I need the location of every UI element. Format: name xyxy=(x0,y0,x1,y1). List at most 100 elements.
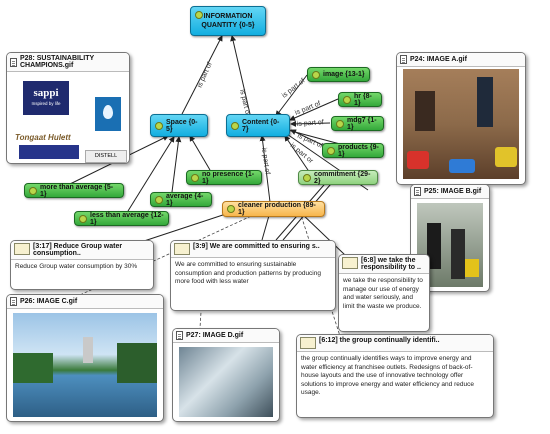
edge-cleaner-content xyxy=(259,135,271,203)
image-p24 xyxy=(403,69,519,179)
quote-card-6-12-body: the group continually identifies ways to… xyxy=(301,355,474,396)
image-card-p27[interactable]: P27: IMAGE D.gif xyxy=(172,328,280,422)
image-card-p28-title: P28: SUSTAINABILITY CHAMPIONS.gif xyxy=(20,55,95,69)
edge-q317-cleaner xyxy=(137,209,239,244)
jerrycan-shape xyxy=(465,259,479,277)
quotation-icon xyxy=(14,243,30,255)
trees-shape xyxy=(117,343,157,383)
logo-distell-text: DISTELL xyxy=(94,153,118,159)
logo-sappi-text: sappi xyxy=(33,87,59,99)
quotation-icon xyxy=(174,243,190,255)
concept-icon xyxy=(327,146,335,155)
edge-less-space xyxy=(127,136,175,212)
concept-icon xyxy=(155,195,163,204)
edge-label-commitment: is part or xyxy=(289,142,315,165)
node-information-quantity[interactable]: INFORMATION QUANTITY {0-5} xyxy=(190,6,266,36)
concept-icon xyxy=(312,70,320,79)
node-content-label: Content {0-7} xyxy=(242,118,280,133)
concept-icon xyxy=(29,186,37,195)
edge-average-space xyxy=(171,136,182,193)
figure-shape xyxy=(427,223,441,269)
quote-card-6-8[interactable]: [6:8] we take the responsibility to .. w… xyxy=(338,254,430,332)
image-card-p26-title: P26: IMAGE C.gif xyxy=(20,298,78,305)
quote-card-3-17-title-bar: [3:17] Reduce Group water consumption.. xyxy=(11,241,153,260)
edge-label-mdg7: is part of xyxy=(297,119,324,128)
quote-card-6-12-title: [6:12] the group continually identifi.. xyxy=(319,337,440,344)
node-cleaner-production[interactable]: cleaner production {89-1} xyxy=(222,201,325,217)
water-drop-icon xyxy=(103,105,113,119)
bucket-shape xyxy=(407,151,429,169)
node-hr-label: hr {8-1} xyxy=(354,92,372,107)
image-p26 xyxy=(13,313,157,417)
node-information-quantity-line1: INFORMATION xyxy=(203,13,253,20)
quote-card-3-17-body: Reduce Group water consumption by 30% xyxy=(15,263,138,270)
image-card-p27-title: P27: IMAGE D.gif xyxy=(186,332,244,339)
image-card-p25-title: P25: IMAGE B.gif xyxy=(424,188,482,195)
logo-tongaat-text: Tongaat Hulett xyxy=(15,133,71,142)
node-no-presence[interactable]: no presence {1-1} xyxy=(186,170,262,185)
figure-shape xyxy=(477,77,493,127)
logo-distell: DISTELL xyxy=(85,150,127,163)
figure-shape xyxy=(451,229,465,279)
figure-shape xyxy=(415,91,435,131)
concept-icon xyxy=(155,121,163,130)
node-cleaner-production-label: cleaner production {89-1} xyxy=(238,202,316,216)
edge-commitment-content xyxy=(284,135,313,177)
image-card-p24[interactable]: P24: IMAGE A.gif xyxy=(396,52,526,185)
logo-water-drop xyxy=(95,97,121,131)
node-space-label: Space {0-5} xyxy=(166,118,198,133)
quote-card-3-9-title: [3:9] We are committed to ensuring s.. xyxy=(193,243,320,250)
quote-card-3-9-body: We are committed to ensuring sustainable… xyxy=(175,261,321,285)
image-card-p28-title-bar: P28: SUSTAINABILITY CHAMPIONS.gif xyxy=(7,53,129,72)
node-space[interactable]: Space {0-5} xyxy=(150,114,208,137)
node-more-than-average-label: more than average {5-1} xyxy=(40,183,114,198)
quote-card-3-9[interactable]: [3:9] We are committed to ensuring s.. W… xyxy=(170,240,336,311)
document-icon xyxy=(10,57,17,67)
image-card-p24-title-bar: P24: IMAGE A.gif xyxy=(397,53,525,67)
concept-icon xyxy=(227,205,235,213)
logo-tongaat: Tongaat Hulett xyxy=(15,133,99,143)
logo-sappi-tag: Inspired by life xyxy=(31,101,61,106)
bucket-shape xyxy=(495,147,517,167)
node-image[interactable]: image {13-1} xyxy=(307,67,370,82)
node-image-label: image {13-1} xyxy=(323,71,365,78)
node-products[interactable]: products {9-1} xyxy=(322,143,384,158)
image-card-p26[interactable]: P26: IMAGE C.gif xyxy=(6,294,164,422)
concept-icon xyxy=(336,119,344,128)
quotation-icon xyxy=(300,337,316,349)
image-card-p25-title-bar: P25: IMAGE B.gif xyxy=(411,185,489,199)
quotation-icon xyxy=(342,257,358,269)
logo-sappi: sappi Inspired by life xyxy=(23,81,69,115)
node-no-presence-label: no presence {1-1} xyxy=(202,170,255,185)
edge-space-info xyxy=(181,35,223,115)
image-card-p28[interactable]: P28: SUSTAINABILITY CHAMPIONS.gif sappi … xyxy=(6,52,130,164)
edge-hr-content xyxy=(289,98,339,121)
quote-card-6-12[interactable]: [6:12] the group continually identifi.. … xyxy=(296,334,494,418)
edge-label-image: is part of xyxy=(281,77,307,99)
node-less-than-average[interactable]: less than average {12-1} xyxy=(74,211,169,226)
tower-shape xyxy=(83,337,93,363)
node-commitment[interactable]: commitment {29-2} xyxy=(298,170,378,185)
edge-content-info xyxy=(230,35,251,115)
node-mdg7[interactable]: mdg7 {1-1} xyxy=(331,116,384,131)
node-information-quantity-line2: QUANTITY {0-5} xyxy=(201,22,255,29)
node-mdg7-label: mdg7 {1-1} xyxy=(347,116,377,131)
concept-icon xyxy=(231,121,239,130)
node-average[interactable]: average {4-1} xyxy=(150,192,212,207)
document-icon xyxy=(414,187,421,196)
concept-icon xyxy=(191,173,199,182)
node-commitment-label: commitment {29-2} xyxy=(314,170,371,185)
quote-card-3-17[interactable]: [3:17] Reduce Group water consumption.. … xyxy=(10,240,154,290)
node-content[interactable]: Content {0-7} xyxy=(226,114,290,137)
document-icon xyxy=(10,297,17,306)
node-hr[interactable]: hr {8-1} xyxy=(338,92,382,107)
image-card-p27-title-bar: P27: IMAGE D.gif xyxy=(173,329,279,343)
node-less-than-average-label: less than average {12-1} xyxy=(90,211,164,226)
document-icon xyxy=(400,55,407,64)
edge-label-hr: is part of xyxy=(294,100,322,117)
edge-mdg7-content xyxy=(290,120,331,127)
edge-nopresence-space xyxy=(189,135,211,171)
edge-label-content-info: is part of xyxy=(238,89,251,117)
node-more-than-average[interactable]: more than average {5-1} xyxy=(24,183,124,198)
